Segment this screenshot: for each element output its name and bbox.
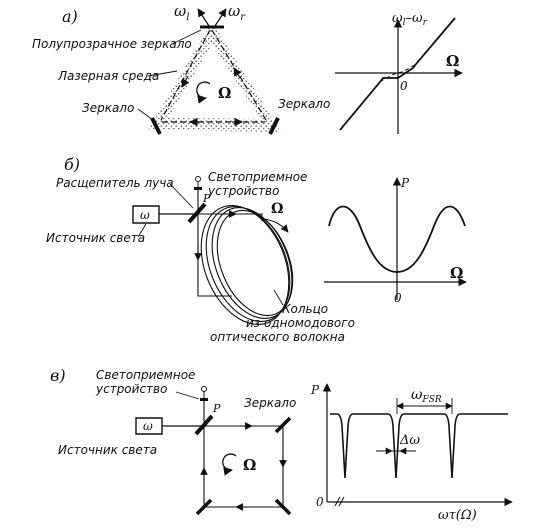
cavity-rotation-symbol: Ω: [243, 456, 256, 474]
cavity-mirror-bottom-right: [276, 500, 290, 514]
graph-b-xlabel: Ω: [450, 264, 463, 282]
rotation-arrow-icon: [197, 82, 210, 104]
graph-a-xlabel: Ω: [446, 52, 459, 70]
cavity-mirror-bottom-left: [197, 500, 211, 514]
graph-b-ylabel: P: [400, 176, 410, 190]
light-source-symbol: ω: [140, 208, 150, 222]
photodetector-label-1-c: Светоприемное: [96, 368, 195, 382]
ring-laser-beam-path: [161, 30, 266, 127]
graph-a-lock-in-dash: [380, 64, 416, 82]
light-source-label-c: Источник света: [58, 443, 157, 457]
coil-rotation-symbol: Ω: [271, 201, 283, 217]
graph-b-cosine-curve: [329, 207, 465, 273]
mirror-left-leader: [138, 109, 153, 120]
photodetector-label-2-c: устройство: [95, 382, 167, 396]
graph-c-resonance-curve: [330, 414, 508, 478]
graph-a: [335, 18, 463, 134]
graph-a-ylabel: ωl–ωr: [392, 11, 428, 28]
rotation-symbol: Ω: [218, 84, 231, 102]
beam-splitter: [189, 204, 205, 222]
graph-c-xlabel: ωτ(Ω): [438, 508, 477, 523]
photodetector-icon-c: [200, 398, 208, 401]
omega-r-symbol: ωr: [228, 2, 246, 23]
beam-splitter-leader: [170, 184, 193, 208]
panel-b-label: б): [64, 155, 80, 174]
fiber-coil: [185, 193, 307, 338]
coil-rotation-arrow-icon: [262, 219, 289, 233]
cavity-rotation-arrow-icon: [223, 454, 236, 476]
fiber-feed-lines: [194, 210, 262, 296]
delta-omega-label: Δω: [399, 433, 420, 448]
ring-label-3: оптического волокна: [210, 330, 345, 344]
ring-label-2: из одномодового: [246, 316, 355, 330]
mirror-right-label: Зеркало: [278, 97, 330, 111]
laser-medium-leader: [148, 71, 177, 76]
light-source-label: Источник света: [46, 231, 145, 245]
mirror-right: [270, 118, 278, 134]
laser-medium-inner: [168, 44, 261, 119]
light-source-symbol-c: ω: [143, 419, 153, 433]
photodetector-label-1: Светоприемное: [208, 170, 307, 184]
graph-b: [324, 177, 467, 300]
panel-c: в) ω P Ω Светоприемное устройство Зеркал…: [50, 366, 513, 523]
beam-splitter-label: Расщепитель луча: [56, 176, 174, 190]
light-source-leader: [138, 224, 146, 237]
ring-label-1: Кольцо: [282, 302, 328, 316]
graph-a-origin: 0: [400, 79, 408, 93]
photodetector-leader-c: [176, 392, 199, 399]
panel-c-label: в): [50, 366, 66, 385]
axis-break-2: [339, 497, 344, 506]
mirror-left-label: Зеркало: [82, 101, 134, 115]
panel-a-label: а): [62, 7, 78, 26]
laser-medium-label: Лазерная среда: [57, 69, 159, 83]
semi-mirror-leader: [172, 30, 201, 44]
photodetector-icon: [194, 187, 202, 190]
graph-c: [322, 383, 513, 506]
graph-b-origin: 0: [394, 291, 402, 305]
panel-b: б) ω P Ω Расщепитель луча: [46, 155, 467, 344]
output-beams: [198, 8, 226, 26]
mirror-label-c: Зеркало: [244, 396, 296, 410]
cavity-mirror-top-right: [276, 418, 290, 432]
detector-p-label-c: P: [212, 402, 221, 415]
detector-p-label: P: [202, 192, 211, 205]
ring-leader: [274, 290, 283, 305]
axis-break-1: [335, 497, 340, 506]
graph-c-ylabel: P: [310, 383, 320, 397]
photodetector-terminal-c: [202, 387, 207, 392]
photodetector-terminal: [196, 177, 201, 182]
fsr-label: ωFSR: [411, 387, 442, 405]
semi-mirror-label: Полупрозрачное зеркало: [32, 37, 192, 51]
omega-l-symbol: ωl: [174, 2, 189, 23]
photodetector-label-2: устройство: [207, 184, 279, 198]
mirror-left: [152, 118, 160, 134]
graph-c-origin: 0: [316, 495, 324, 509]
panel-a: а) ωl ωr Ω Полупрозрачное зеркало: [32, 2, 463, 134]
